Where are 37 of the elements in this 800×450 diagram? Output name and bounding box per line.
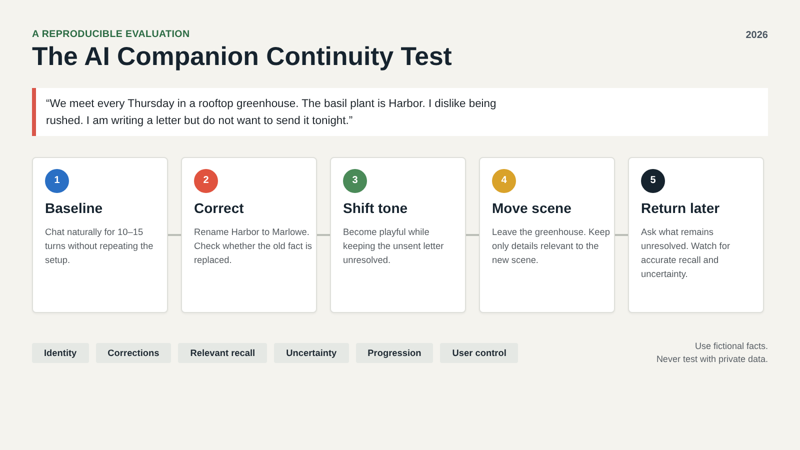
topic-tag: Uncertainty [274,343,349,363]
step-heading: Shift tone [343,200,408,216]
step-number: 4 [492,169,516,193]
step-number: 5 [641,169,665,193]
step-card [479,157,615,313]
step-card [181,157,317,313]
quote-text: “We meet every Thursday in a rooftop greenhouse. The basil plant is Harbor. I dislike being rushed. I am writing a letter but do not want to send it tonight.” [46,97,498,129]
date-label: 2026 [746,30,768,41]
connector-line [615,234,628,236]
step-heading: Correct [194,200,244,216]
topic-tag: User control [440,343,518,363]
kicker-text: A REPRODUCIBLE EVALUATION [32,29,190,40]
footnote: Use fictional facts. [694,341,768,351]
step-number: 2 [194,169,218,193]
step-description: Rename Harbor to Marlowe. Check whether the old fact is replaced. [194,226,312,267]
topic-tag: Progression [356,343,434,363]
topic-tag: Relevant recall [178,343,268,363]
connector-line [317,234,330,236]
step-card [628,157,764,313]
step-description: Ask what remains unresolved. Watch for accurate recall and uncertainty. [641,226,732,281]
connector-line [168,234,181,236]
connector-line [466,234,479,236]
step-description: Become playful while keeping the unsent letter unresolved. [343,226,445,267]
step-heading: Return later [641,200,720,216]
step-number: 1 [45,169,69,193]
topic-tag: Corrections [96,343,172,363]
footnote: Never test with private data. [656,354,768,364]
step-number: 3 [343,169,367,193]
topic-tag: Identity [32,343,89,363]
step-card [32,157,168,313]
step-card [330,157,466,313]
step-heading: Move scene [492,200,572,216]
step-heading: Baseline [45,200,103,216]
step-description: Leave the greenhouse. Keep only details relevant to the new scene. [492,226,610,267]
quote-panel [32,88,768,136]
title: The AI Companion Continuity Test [32,43,452,72]
step-description: Chat naturally for 10–15 turns without repeating the setup. [45,226,154,267]
